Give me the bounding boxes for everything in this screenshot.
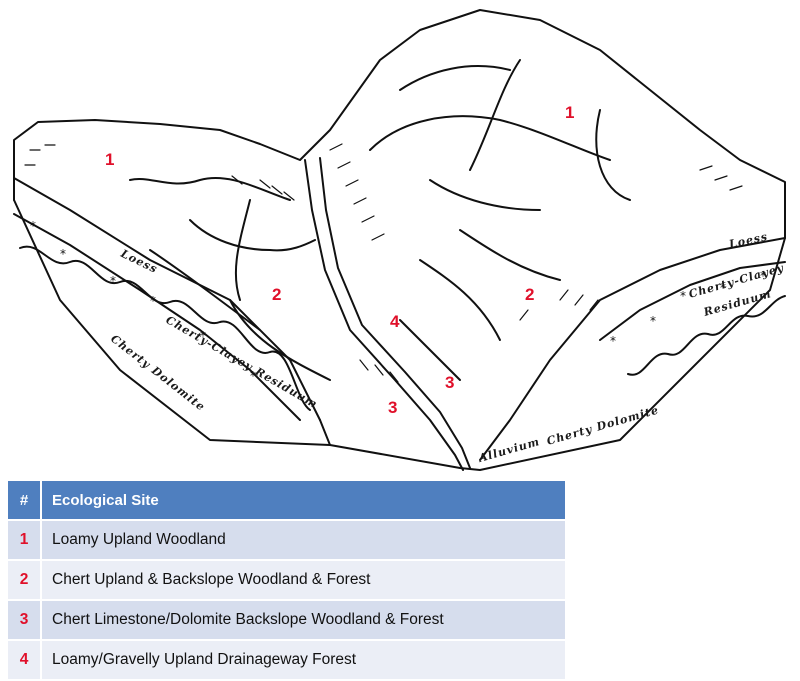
- legend-row-site: Chert Upland & Backslope Woodland & Fore…: [40, 560, 565, 601]
- legend-row-site: Loamy/Gravelly Upland Drainageway Forest: [40, 640, 565, 681]
- legend-row: 2 Chert Upland & Backslope Woodland & Fo…: [8, 560, 565, 601]
- right-residuum-base: [627, 295, 786, 376]
- svg-text:*: *: [680, 289, 686, 303]
- valley-bottom-edge: [319, 419, 331, 446]
- svg-text:*: *: [610, 334, 616, 348]
- site-label-1-left: 1: [105, 150, 114, 169]
- left-residuum-base: [19, 245, 311, 411]
- svg-text:*: *: [110, 274, 116, 288]
- alluvium-label: Alluvium: [476, 435, 541, 465]
- site-label-4: 4: [390, 312, 400, 331]
- left-surface-edge: [13, 177, 321, 421]
- svg-text:*: *: [650, 314, 656, 328]
- residuum-speckle: * * * * * * * * * * *: [30, 219, 766, 383]
- site-label-1-right: 1: [565, 103, 574, 122]
- legend-row-site: Chert Limestone/Dolomite Backslope Woodl…: [40, 600, 565, 641]
- left-loess-base: [13, 213, 301, 421]
- site-label-2-left: 2: [272, 285, 281, 304]
- svg-text:*: *: [760, 269, 766, 283]
- legend-row-num: 2: [8, 560, 41, 601]
- ecological-site-legend: # Ecological Site 1 Loamy Upland Woodlan…: [8, 481, 565, 681]
- legend-row: 1 Loamy Upland Woodland: [8, 520, 565, 561]
- legend-header-row: # Ecological Site: [8, 481, 565, 521]
- legend-header-site: Ecological Site: [40, 481, 565, 521]
- block-diagram: * * * * * * * * * * * 1 1 2 2 3 3 4 Loess Loess…: [13, 9, 786, 471]
- right-loess-base: [599, 261, 786, 341]
- dolomite-right-label: Cherty Dolomite: [545, 403, 660, 448]
- svg-text:*: *: [200, 329, 206, 343]
- loess-right-label: Loess: [727, 230, 769, 251]
- legend-row: 4 Loamy/Gravelly Upland Drainageway Fore…: [8, 640, 565, 681]
- legend-row-num: 4: [8, 640, 41, 681]
- svg-text:*: *: [60, 247, 66, 261]
- site-label-2-right: 2: [525, 285, 534, 304]
- right-surface-edge: [479, 237, 786, 461]
- legend-row-num: 3: [8, 600, 41, 641]
- legend-header-num: #: [8, 481, 41, 521]
- block-outline: [13, 9, 786, 471]
- svg-text:*: *: [30, 219, 36, 233]
- site-label-3-left: 3: [388, 398, 397, 417]
- svg-text:*: *: [720, 281, 726, 295]
- legend-row: 3 Chert Limestone/Dolomite Backslope Woo…: [8, 600, 565, 641]
- legend-row-num: 1: [8, 520, 41, 561]
- svg-text:*: *: [150, 294, 156, 308]
- legend-row-site: Loamy Upland Woodland: [40, 520, 565, 561]
- stream-channel: [304, 159, 464, 471]
- loess-left-label: Loess: [118, 247, 160, 276]
- svg-text:*: *: [250, 369, 256, 383]
- site-label-3-right: 3: [445, 373, 454, 392]
